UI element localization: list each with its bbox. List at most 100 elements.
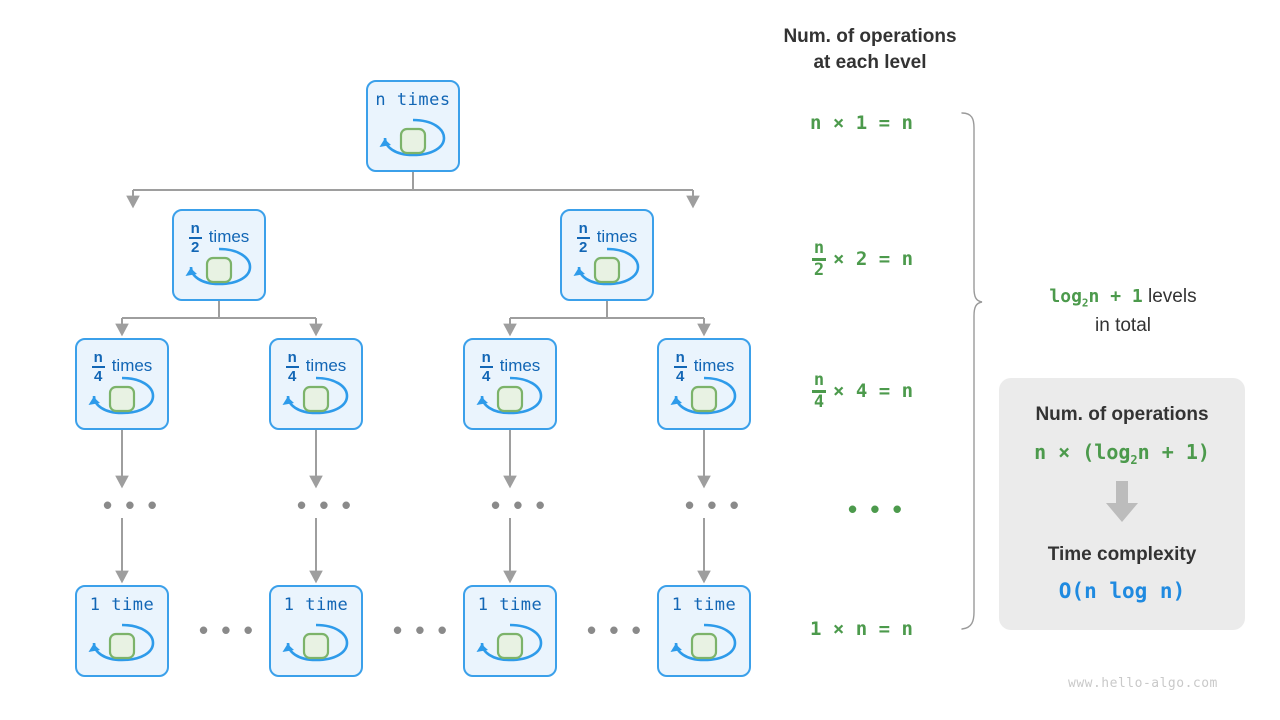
tree-node-l2-1: n 4 times — [269, 338, 363, 430]
fraction-numerator: n — [813, 238, 825, 258]
fraction-numerator: n — [675, 349, 685, 366]
fraction-denominator: 4 — [676, 368, 685, 385]
vertical-ellipsis-3: • • • — [685, 490, 742, 520]
watermark: www.hello-algo.com — [1068, 676, 1218, 691]
fraction: n 2 — [812, 240, 826, 279]
fraction-numerator: n — [287, 349, 297, 366]
vertical-ellipsis-2: • • • — [491, 490, 548, 520]
log-text: log — [1049, 286, 1082, 307]
tree-node-leaf-3: 1 time — [657, 585, 751, 677]
levels-brace — [961, 112, 983, 630]
fraction-bar — [479, 366, 493, 368]
operations-column-title: Num. of operations at each level — [783, 26, 957, 73]
tree-node-l2-3: n 4 times — [657, 338, 751, 430]
tree-node-label: 1 time — [477, 595, 543, 615]
fraction-denominator: 4 — [94, 368, 103, 385]
fraction-numerator: n — [813, 370, 825, 390]
operations-row-text: 1 × n = n — [810, 618, 913, 640]
tree-node-l2-2: n 4 times — [463, 338, 557, 430]
tree-node-label: times — [208, 227, 250, 246]
fraction-denominator: 4 — [813, 391, 825, 412]
fraction-bar — [812, 390, 826, 393]
fraction: n 4 — [91, 349, 105, 385]
operations-row-text: × 4 = n — [833, 380, 914, 403]
self-loop-icon — [659, 615, 749, 669]
fraction-bar — [91, 366, 105, 368]
tree-node-label: 1 time — [283, 595, 349, 615]
self-loop-icon — [659, 368, 749, 422]
fraction-denominator: 2 — [579, 239, 588, 256]
operations-row-2: n 4 × 4 = n — [812, 372, 913, 411]
self-loop-icon — [368, 110, 458, 164]
tree-node-root: n times — [366, 80, 460, 172]
self-loop-icon — [271, 615, 361, 669]
tree-node-label: times — [499, 356, 541, 375]
tree-node-label: n times — [375, 90, 451, 110]
self-loop-icon — [77, 615, 167, 669]
vertical-ellipsis-1: • • • — [297, 490, 354, 520]
levels-word: levels — [1142, 286, 1197, 307]
summary-heading-complexity: Time complexity — [1047, 544, 1197, 565]
tree-node-l1-0: n 2 times — [172, 209, 266, 301]
fraction-denominator: 2 — [191, 239, 200, 256]
self-loop-icon — [77, 368, 167, 422]
tree-node-label: times — [693, 356, 735, 375]
vertical-ellipsis-0: • • • — [103, 490, 160, 520]
summary-card: Num. of operations n × (log2n + 1) Time … — [999, 378, 1245, 630]
operations-row-ellipsis: • • • — [848, 494, 905, 524]
levels-total-note: log2n + 1 levels in total — [1005, 283, 1241, 339]
expr-tail: n + 1) — [1137, 440, 1210, 464]
operations-row-text: × 2 = n — [833, 248, 914, 271]
fraction-numerator: n — [190, 220, 200, 237]
tree-node-leaf-2: 1 time — [463, 585, 557, 677]
fraction: n 4 — [812, 372, 826, 411]
tree-node-l1-1: n 2 times — [560, 209, 654, 301]
fraction-numerator: n — [578, 220, 588, 237]
operations-row-1: n 2 × 2 = n — [812, 240, 913, 279]
self-loop-icon — [465, 615, 555, 669]
fraction: n 2 — [188, 220, 202, 256]
log-base: 2 — [1081, 296, 1089, 310]
summary-operations-expression: n × (log2n + 1) — [1034, 440, 1210, 467]
self-loop-icon — [174, 239, 264, 293]
fraction-bar — [188, 237, 202, 239]
horizontal-ellipsis-2: • • • — [587, 615, 644, 645]
fraction-numerator: n — [481, 349, 491, 366]
horizontal-ellipsis-0: • • • — [199, 615, 256, 645]
fraction-bar — [673, 366, 687, 368]
summary-complexity-value: O(n log n) — [1058, 579, 1186, 603]
fraction: n 4 — [479, 349, 493, 385]
levels-line2: in total — [1095, 314, 1151, 336]
fraction-bar — [285, 366, 299, 368]
down-arrow-icon — [1103, 481, 1141, 528]
fraction-bar — [576, 237, 590, 239]
log-tail: n + 1 — [1088, 286, 1143, 307]
self-loop-icon — [562, 239, 652, 293]
fraction-numerator: n — [93, 349, 103, 366]
levels-expression: log2n + 1 — [1049, 286, 1143, 310]
fraction-denominator: 4 — [288, 368, 297, 385]
expr-sub: 2 — [1130, 453, 1138, 467]
fraction-denominator: 4 — [482, 368, 491, 385]
tree-node-label: times — [596, 227, 638, 246]
tree-node-leaf-0: 1 time — [75, 585, 169, 677]
tree-node-label: times — [305, 356, 347, 375]
tree-node-l2-0: n 4 times — [75, 338, 169, 430]
self-loop-icon — [271, 368, 361, 422]
fraction-denominator: 2 — [813, 259, 825, 280]
self-loop-icon — [465, 368, 555, 422]
fraction: n 4 — [285, 349, 299, 385]
fraction: n 2 — [576, 220, 590, 256]
fraction-bar — [812, 258, 826, 261]
horizontal-ellipsis-1: • • • — [393, 615, 450, 645]
summary-heading-operations: Num. of operations — [1035, 404, 1209, 425]
tree-node-leaf-1: 1 time — [269, 585, 363, 677]
tree-node-label: times — [111, 356, 153, 375]
operations-row-text: n × 1 = n — [810, 112, 913, 134]
fraction: n 4 — [673, 349, 687, 385]
tree-node-label: 1 time — [89, 595, 155, 615]
expr-head: n × (log — [1034, 440, 1131, 464]
operations-row-4: 1 × n = n — [810, 618, 913, 640]
tree-node-label: 1 time — [671, 595, 737, 615]
